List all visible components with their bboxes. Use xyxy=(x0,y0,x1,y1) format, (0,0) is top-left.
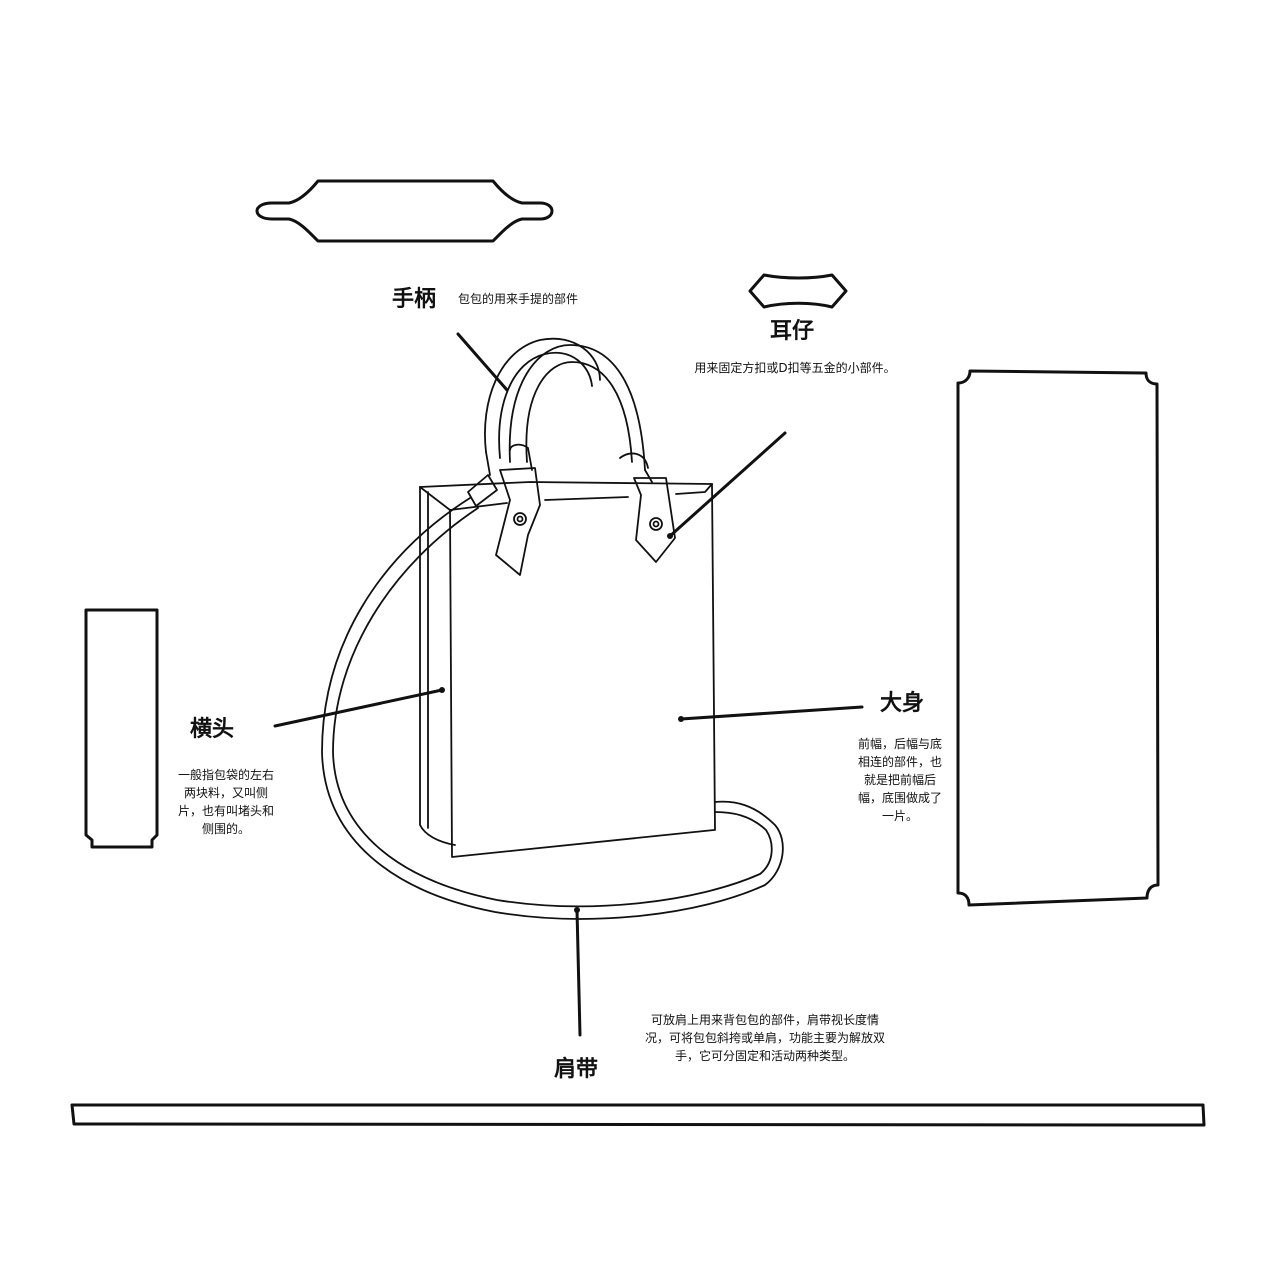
tab-title: 耳仔 xyxy=(770,319,815,344)
tab-description: 用来固定方扣或D扣等五金的小部件。 xyxy=(694,361,896,375)
leader-line-side xyxy=(273,688,444,728)
tab-pattern-piece xyxy=(748,273,848,309)
marker-dot-side xyxy=(439,687,445,693)
marker-dot-tab xyxy=(667,533,673,539)
leader-line-strap xyxy=(575,908,582,1037)
handle-description: 包包的用来手提的部件 xyxy=(458,292,579,306)
leader-line-body xyxy=(679,705,864,721)
strap-description: 可放肩上用来背包包的部件，肩带视长度情况，可将包包斜挎或单肩，功能主要为解放双手… xyxy=(644,1013,885,1063)
body-description: 前幅，后幅与底相连的部件，也就是把前幅后幅，底围做成了一片。 xyxy=(858,737,943,823)
handle-pattern-piece xyxy=(255,179,554,243)
leader-line-handle xyxy=(456,332,509,392)
tote-bag-illustration xyxy=(321,337,784,920)
handle-title: 手柄 xyxy=(392,287,437,312)
leader-line-tab xyxy=(668,431,787,538)
side-panel-description: 一般指包袋的左右两块料，又叫侧片，也有叫堵头和侧围的。 xyxy=(178,768,275,836)
body-pattern-piece xyxy=(956,369,1160,907)
body-title: 大身 xyxy=(880,691,925,716)
strap-pattern-piece xyxy=(70,1103,1206,1127)
side-panel-pattern-piece xyxy=(84,608,159,849)
strap-title: 肩带 xyxy=(554,1057,599,1082)
side-panel-title: 横头 xyxy=(190,717,235,742)
marker-dot-strap xyxy=(574,907,580,913)
marker-dot-body xyxy=(678,716,684,722)
